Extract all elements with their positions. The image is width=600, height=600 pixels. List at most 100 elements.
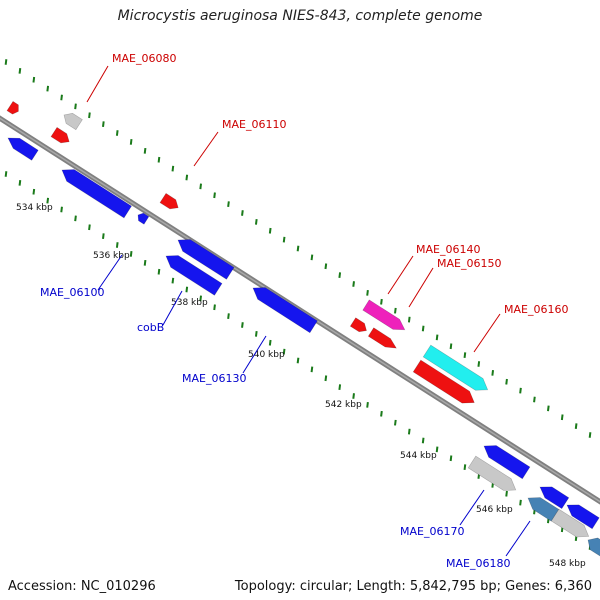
map-title: Microcystis aeruginosa NIES-843, complet… <box>117 8 483 24</box>
tick-mark <box>394 307 397 314</box>
gene-feature-blue[interactable] <box>539 486 570 510</box>
gene-label-mae06080[interactable]: MAE_06080 <box>112 52 176 65</box>
leader-line <box>459 489 485 526</box>
tick-mark <box>171 277 175 284</box>
tick-mark <box>394 419 397 426</box>
tick-mark <box>185 174 189 181</box>
kbp-label: 540 kbp <box>248 350 285 360</box>
tick-mark <box>560 414 564 421</box>
leader-line <box>97 254 123 291</box>
gene-feature-grey[interactable] <box>63 112 83 131</box>
tick-mark <box>241 322 244 328</box>
tick-mark <box>102 233 105 240</box>
gene-feature-blue[interactable] <box>483 445 531 480</box>
tick-mark <box>157 268 161 275</box>
gene-feature-steel[interactable] <box>587 537 600 557</box>
tick-mark <box>254 218 258 225</box>
leader-line <box>162 290 183 326</box>
tick-mark <box>129 251 133 257</box>
tick-rails <box>4 59 592 550</box>
tick-mark <box>115 242 119 248</box>
gene-label-mae06170[interactable]: MAE_06170 <box>400 525 464 538</box>
leader-line <box>473 313 501 353</box>
accession-text: Accession: NC_010296 <box>8 579 156 594</box>
tick-mark <box>74 103 77 110</box>
tick-mark <box>32 76 36 83</box>
gene-label-mae06150[interactable]: MAE_06150 <box>437 257 501 270</box>
gene-feature-steel[interactable] <box>527 497 560 522</box>
gene-label-mae06110[interactable]: MAE_06110 <box>222 118 286 131</box>
kbp-label: 546 kbp <box>476 505 513 515</box>
gene-feature-red[interactable] <box>159 192 179 210</box>
gene-feature-blue[interactable] <box>566 504 600 530</box>
tick-mark <box>338 272 342 279</box>
gene-feature-cyan[interactable] <box>422 344 489 391</box>
gene-feature-blue[interactable] <box>61 169 132 219</box>
tick-mark <box>18 68 22 74</box>
tick-mark <box>449 343 453 350</box>
tick-mark <box>46 85 50 92</box>
tick-mark <box>366 290 369 296</box>
tick-mark <box>380 410 383 417</box>
tick-mark <box>338 384 342 391</box>
kbp-label: 538 kbp <box>171 298 208 308</box>
tick-mark <box>18 180 22 186</box>
leader-line <box>193 131 219 167</box>
tick-mark <box>296 357 300 364</box>
tick-mark <box>213 192 216 199</box>
gene-feature-red[interactable] <box>349 317 367 333</box>
tick-mark <box>519 499 522 506</box>
tick-mark <box>60 206 63 213</box>
gene-feature-magenta[interactable] <box>362 299 406 331</box>
tick-mark <box>115 130 119 136</box>
tick-mark <box>74 215 77 222</box>
gene-feature-blue[interactable] <box>137 212 150 225</box>
tick-mark <box>310 366 314 373</box>
gene-feature-blue[interactable] <box>165 255 223 296</box>
gene-label-cobB[interactable]: cobB <box>137 321 164 334</box>
gene-feature-blue[interactable] <box>177 239 235 280</box>
tick-mark <box>199 183 203 190</box>
tick-mark <box>129 139 133 145</box>
tick-mark <box>421 437 425 444</box>
gene-feature-red[interactable] <box>50 126 70 144</box>
tick-mark <box>268 339 272 346</box>
gene-label-mae06160[interactable]: MAE_06160 <box>504 303 568 316</box>
gene-feature-grey[interactable] <box>467 455 517 491</box>
tick-mark <box>463 352 467 358</box>
tick-mark <box>477 361 481 367</box>
leader-line <box>242 335 267 374</box>
gene-label-mae06100[interactable]: MAE_06100 <box>40 286 104 299</box>
gene-feature-red[interactable] <box>412 359 475 404</box>
gene-label-mae06180[interactable]: MAE_06180 <box>446 557 510 570</box>
tick-mark <box>366 402 369 408</box>
tick-mark <box>435 334 439 341</box>
tick-mark <box>4 59 8 65</box>
tick-mark <box>88 112 91 119</box>
leader-line <box>408 267 434 308</box>
tick-mark <box>519 387 522 394</box>
tick-mark <box>407 428 411 435</box>
tick-mark <box>505 378 508 385</box>
gene-label-mae06130[interactable]: MAE_06130 <box>182 372 246 385</box>
tick-mark <box>4 171 8 177</box>
tick-mark <box>241 210 244 216</box>
tick-mark <box>171 165 175 172</box>
gene-feature-red[interactable] <box>6 100 19 115</box>
leader-line <box>505 520 531 557</box>
topology-text: Topology: circular; Length: 5,842,795 bp… <box>234 579 592 594</box>
tick-mark <box>60 94 63 101</box>
tick-mark <box>533 396 536 403</box>
tick-mark <box>588 432 592 438</box>
gene-label-mae06140[interactable]: MAE_06140 <box>416 243 480 256</box>
leader-line <box>86 65 109 103</box>
tick-mark <box>380 298 383 305</box>
tick-mark <box>324 375 328 382</box>
gene-feature-blue[interactable] <box>7 137 39 161</box>
gene-feature-blue[interactable] <box>252 287 318 334</box>
tick-mark <box>102 121 105 128</box>
tick-mark <box>449 455 453 462</box>
gene-features <box>6 100 600 557</box>
leader-line <box>387 255 414 295</box>
gene-feature-red[interactable] <box>367 327 397 349</box>
